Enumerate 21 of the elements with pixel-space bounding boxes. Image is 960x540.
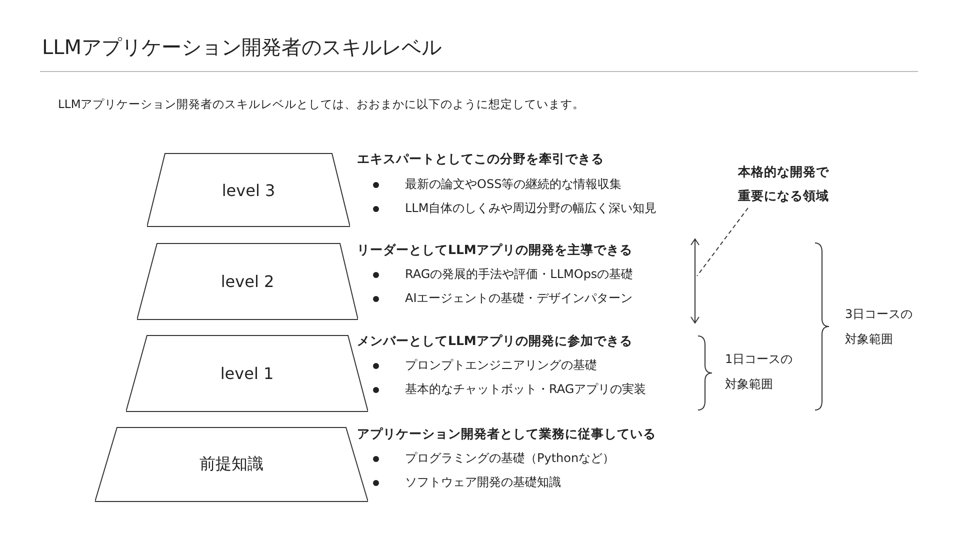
bullet-text: プロンプトエンジニアリングの基礎 xyxy=(405,357,597,374)
slide-title: LLMアプリケーション開発者のスキルレベル xyxy=(42,34,442,61)
bullet-text: プログラミングの基礎（Pythonなど） xyxy=(405,450,615,467)
annotation-text: 本格的な開発で重要になる領域 xyxy=(738,160,834,208)
range-label: 1日コースの対象範囲 xyxy=(725,351,794,393)
heading-text: メンバーとしてLLMアプリの開発に参加できる xyxy=(357,333,632,350)
bullet-text: LLM自体のしくみや周辺分野の幅広く深い知見 xyxy=(405,200,657,217)
heading-text: アプリケーション開発者として業務に従事している xyxy=(357,426,656,443)
bullet-text: ソフトウェア開発の基礎知識 xyxy=(405,474,561,491)
leader-line xyxy=(696,208,748,276)
bullet-text: 基本的なチャットボット・RAGアプリの実装 xyxy=(405,381,646,398)
double-arrow xyxy=(689,238,701,324)
range-label: 3日コースの対象範囲 xyxy=(845,306,914,348)
bullet-text: AIエージェントの基礎・デザインパターン xyxy=(405,290,633,307)
heading-text: エキスパートとしてこの分野を牽引できる xyxy=(357,151,604,168)
heading-text: リーダーとしてLLMアプリの開発を主導できる xyxy=(357,242,632,259)
pyramid-tier: level 2 xyxy=(137,243,358,320)
bullet-text: RAGの発展的手法や評価・LLMOpsの基礎 xyxy=(405,266,634,283)
intro-text: LLMアプリケーション開発者のスキルレベルとしては、おおまかに以下のように想定しています。 xyxy=(58,97,585,112)
pyramid-tier: level 3 xyxy=(147,153,350,227)
bullet-text: 最新の論文やOSS等の継続的な情報収集 xyxy=(405,176,622,193)
